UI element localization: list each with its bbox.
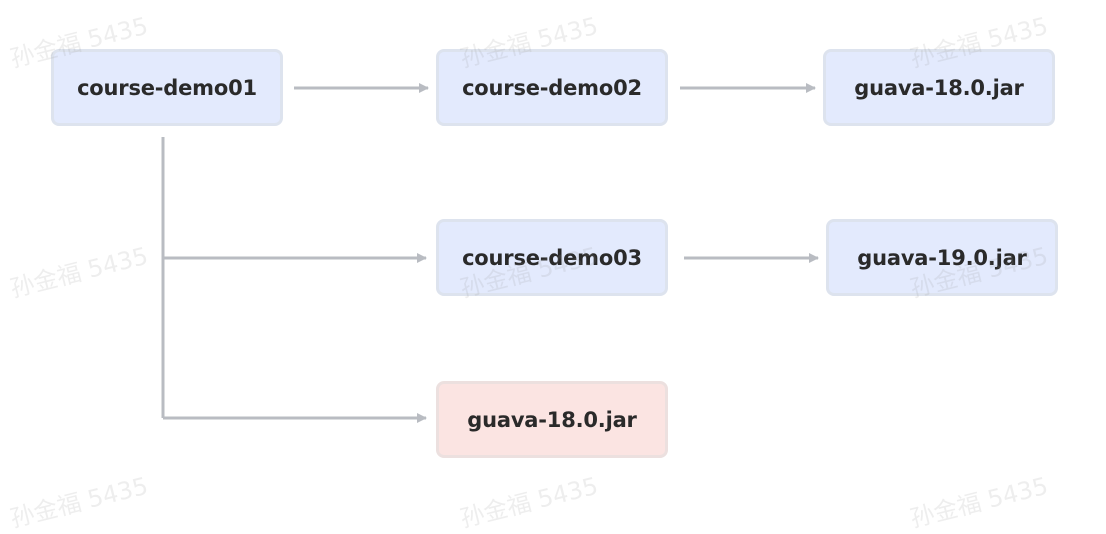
node-label: guava-18.0.jar — [854, 75, 1024, 100]
node-label: guava-19.0.jar — [857, 245, 1027, 270]
node-course-demo01: course-demo01 — [51, 49, 283, 126]
node-label: course-demo03 — [462, 245, 642, 270]
node-label: course-demo02 — [462, 75, 642, 100]
node-label: course-demo01 — [77, 75, 257, 100]
node-guava-18-jar-conflict: guava-18.0.jar — [436, 381, 668, 458]
node-guava-19-jar: guava-19.0.jar — [826, 219, 1058, 296]
node-guava-18-jar: guava-18.0.jar — [823, 49, 1055, 126]
node-course-demo02: course-demo02 — [436, 49, 668, 126]
node-label: guava-18.0.jar — [467, 407, 637, 432]
node-course-demo03: course-demo03 — [436, 219, 668, 296]
dependency-diagram — [161, 83, 819, 423]
